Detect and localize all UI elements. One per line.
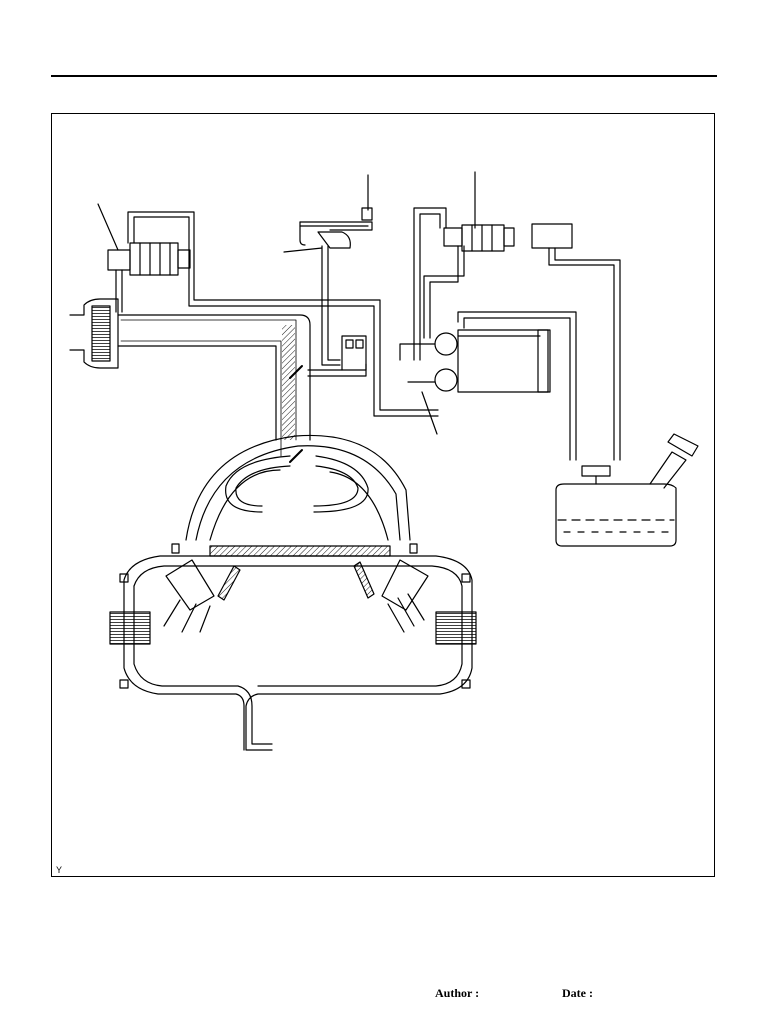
vsv-left <box>107 242 191 313</box>
engine-block <box>109 543 477 751</box>
fuel-tank <box>555 433 699 547</box>
pressure-sensor <box>299 207 373 366</box>
intake-plenum <box>185 434 411 541</box>
ecu-box <box>531 223 573 249</box>
hose-vsv-left <box>127 211 439 411</box>
figure-code: Y <box>56 865 63 875</box>
author-label: Author : <box>435 986 480 1000</box>
vsv-module <box>307 335 367 377</box>
charcoal-canister <box>399 311 577 461</box>
throttle-valve <box>289 365 303 463</box>
leader-lines <box>97 171 476 435</box>
header-rule <box>51 75 717 77</box>
vsv-right <box>413 207 515 361</box>
air-cleaner <box>69 298 311 441</box>
diagram-frame: Y <box>51 113 715 877</box>
date-label: Date : <box>562 986 593 1000</box>
